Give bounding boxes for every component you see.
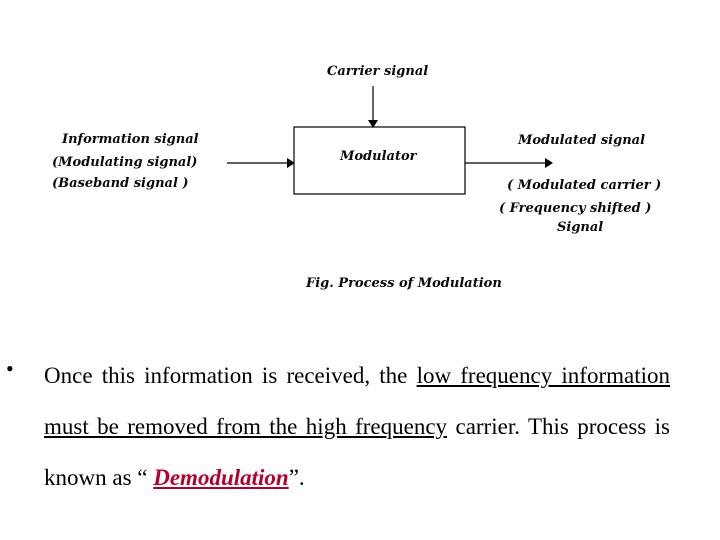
baseband-signal-label: (Baseband signal ) [52,176,189,191]
bullet-text-end: ”. [288,465,305,490]
bullet-text-underlined: low frequency information must be remove… [44,363,670,439]
bullet-text-middle: carrier. This process is known as “ [44,414,670,490]
modulator-box [293,126,466,195]
modulating-signal-label: (Modulating signal) [52,155,198,170]
figure-caption: Fig. Process of Modulation [306,276,502,291]
bullet-paragraph: Once this information is received, the l… [44,350,670,503]
demodulation-term: Demodulation [153,465,289,490]
carrier-arrowhead [368,120,378,128]
bullet-text-intro: Once this information is received, the [44,363,417,388]
frequency-shifted-label: ( Frequency shifted ) [499,201,652,216]
modulation-diagram [227,86,553,195]
input-arrowhead [287,158,295,168]
output-arrowhead [545,158,553,168]
information-signal-label: Information signal [62,132,199,147]
modulated-carrier-label: ( Modulated carrier ) [507,178,662,193]
modulated-signal-label: Modulated signal [518,133,646,148]
carrier-signal-label: Carrier signal [327,64,429,79]
modulator-label: Modulator [340,149,417,164]
signal-label: Signal [557,220,604,235]
bullet-marker: • [6,356,14,381]
